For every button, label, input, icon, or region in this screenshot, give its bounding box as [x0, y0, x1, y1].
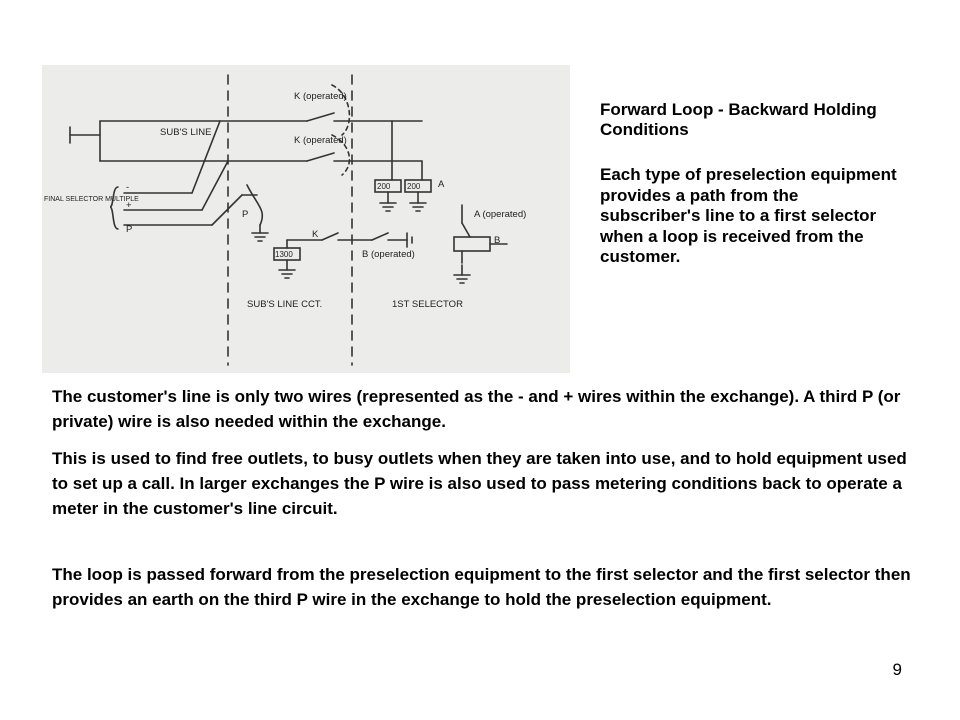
body-paragraph-1: The customer's line is only two wires (r… [52, 387, 901, 431]
label-resistor-200b: 200 [407, 182, 421, 191]
earth-symbol-5 [453, 274, 471, 284]
label-b-operated: B (operated) [362, 249, 415, 260]
label-k-relay: K [312, 229, 319, 240]
label-subs-line-cct: SUB'S LINE CCT. [247, 299, 322, 310]
earth-symbol-4 [278, 269, 296, 279]
label-p-contact: P [242, 209, 248, 220]
side-description: Each type of preselection equipment prov… [600, 165, 897, 266]
page-number: 9 [892, 660, 902, 679]
k-contact-mid [306, 152, 335, 162]
body-paragraph-3: The loop is passed forward from the pres… [52, 565, 911, 609]
label-a-operated: A (operated) [474, 209, 526, 220]
circuit-diagram: K (operated) K (operated) SUB'S LINE FIN… [42, 65, 570, 373]
label-a-relay: A [438, 179, 445, 190]
body-paragraph-2: This is used to find free outlets, to bu… [52, 449, 907, 518]
label-resistor-1300: 1300 [275, 250, 293, 259]
label-resistor-200a: 200 [377, 182, 391, 191]
side-title: Forward Loop - Backward Holding Conditio… [600, 100, 877, 139]
label-p: P [126, 224, 132, 235]
multiple-brace [109, 186, 119, 230]
k-contact-top [306, 112, 335, 122]
earth-symbol-3 [251, 232, 269, 242]
label-first-selector: 1ST SELECTOR [392, 299, 463, 310]
label-subs-line: SUB'S LINE [160, 127, 211, 138]
k-relay-contact [321, 232, 339, 241]
label-k-operated-top: K (operated) [294, 91, 347, 102]
label-final-selector-multiple: FINAL SELECTOR MULTIPLE [44, 196, 139, 203]
label-minus: - [126, 182, 129, 193]
a-relay-contact [461, 222, 471, 238]
earth-symbol-2 [409, 202, 427, 212]
label-k-operated-mid: K (operated) [294, 135, 347, 146]
earth-symbol-1 [379, 202, 397, 212]
b-relay-contact [371, 232, 389, 241]
b-relay-coil [453, 236, 491, 252]
label-plus: + [126, 200, 132, 211]
label-b-relay: B [494, 235, 500, 246]
circuit-diagram-svg: K (operated) K (operated) SUB'S LINE FIN… [44, 74, 526, 366]
